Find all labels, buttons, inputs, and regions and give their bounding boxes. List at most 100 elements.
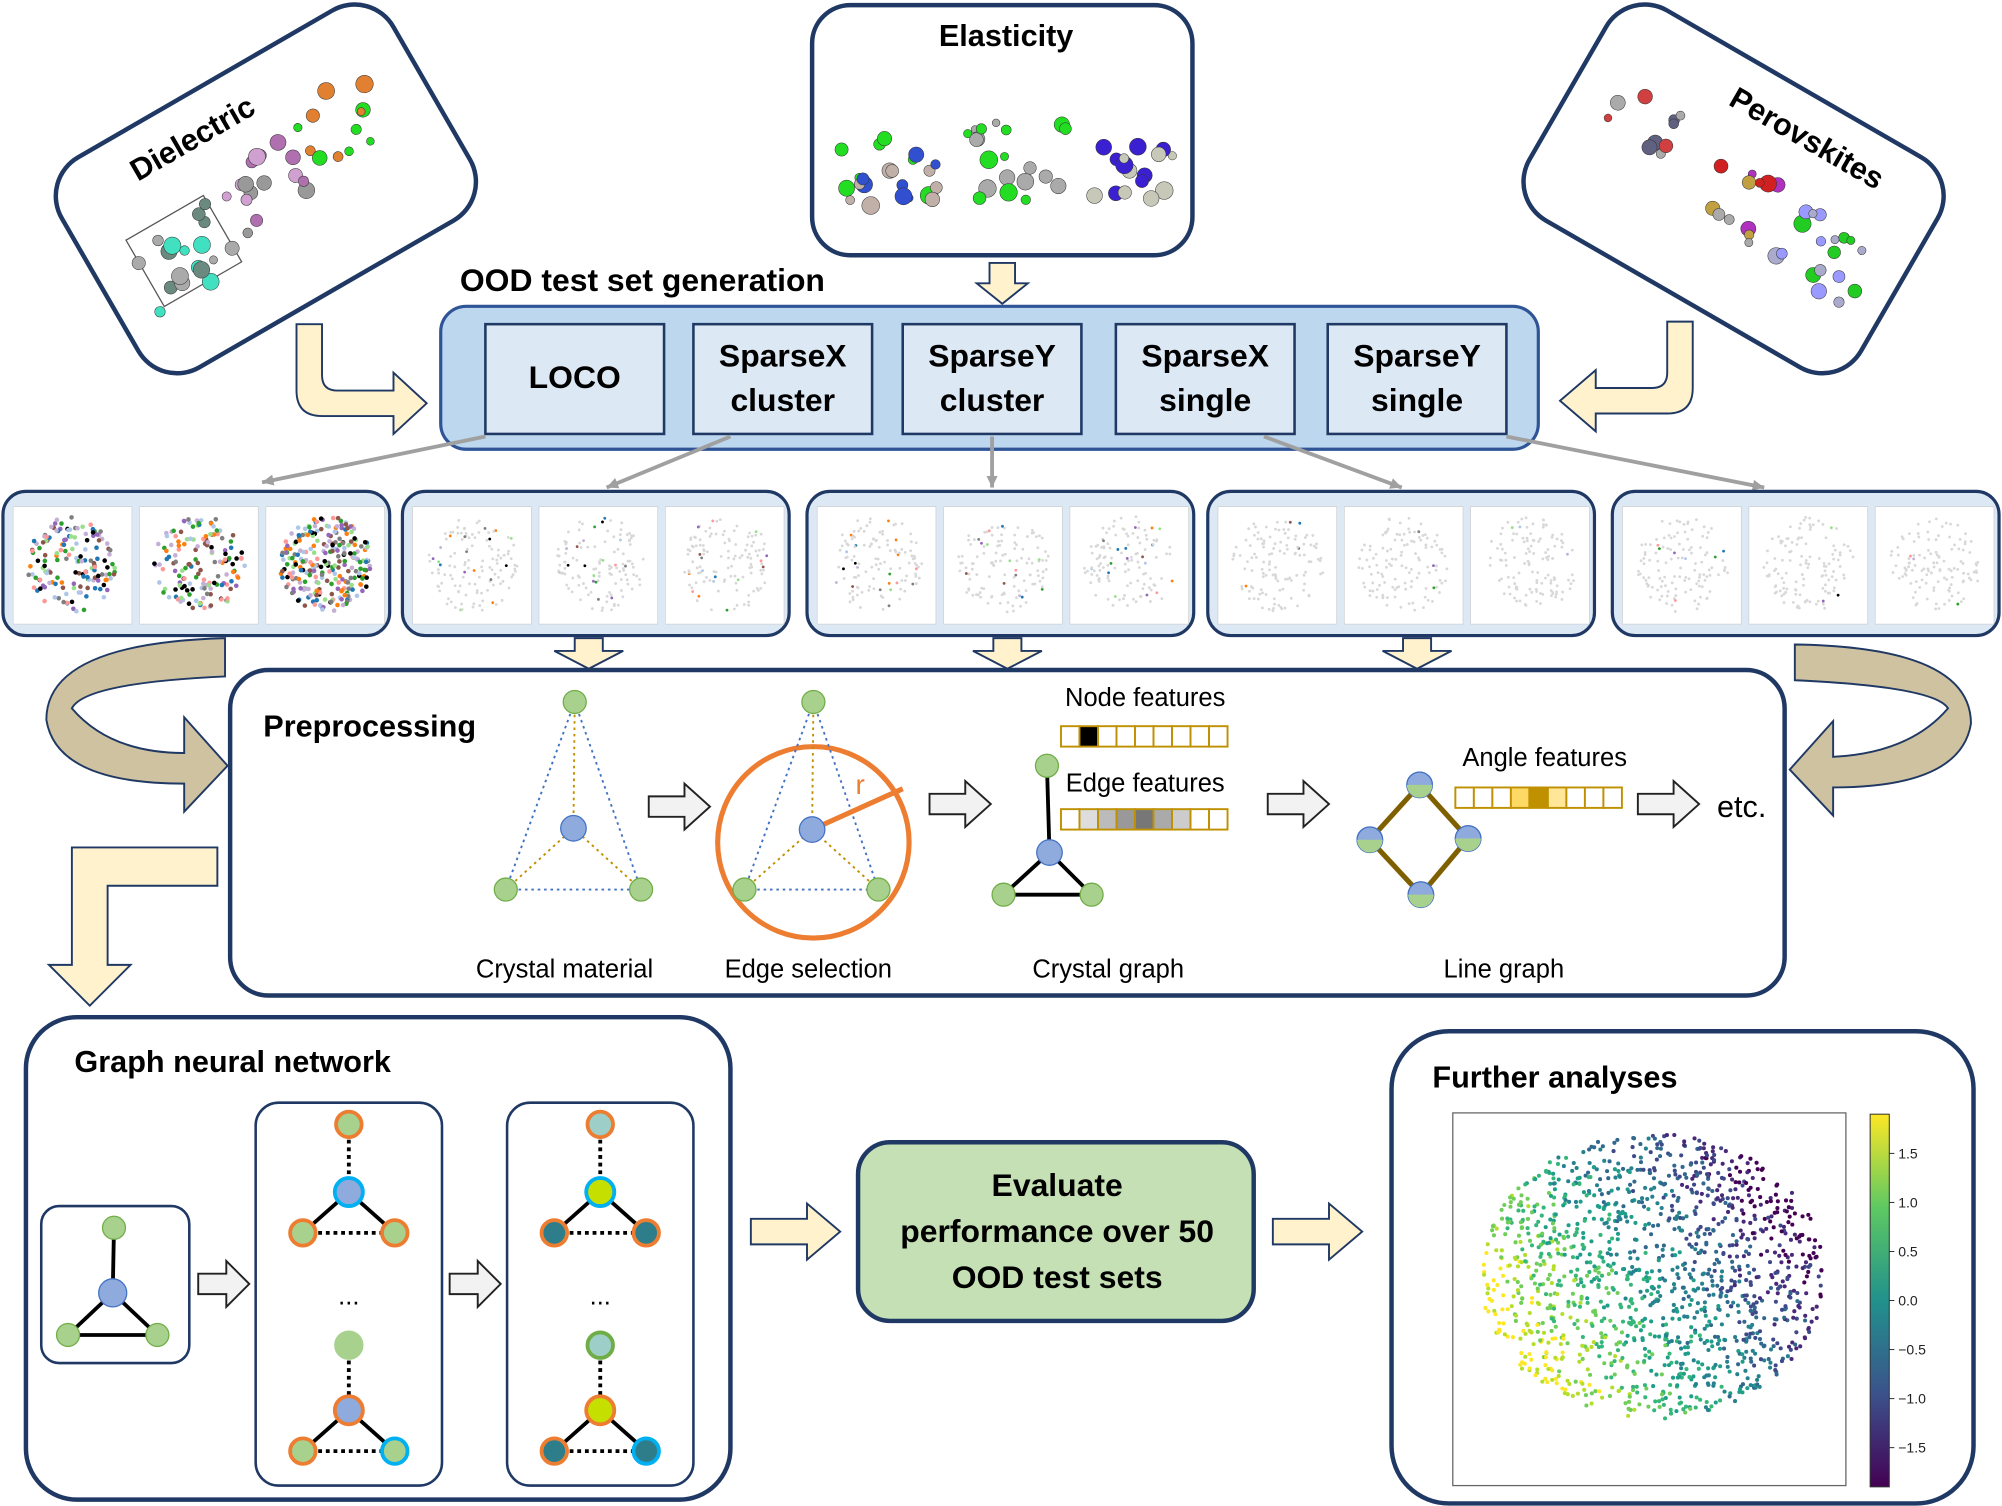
thumb-point xyxy=(1112,519,1116,523)
thumb-point xyxy=(1120,551,1123,555)
thumb-point xyxy=(697,594,701,598)
thumb-point xyxy=(848,592,852,595)
tsne-point xyxy=(1704,1153,1710,1158)
thumb-point xyxy=(1665,602,1668,605)
thumb-point xyxy=(734,543,738,546)
tsne-point xyxy=(1625,1273,1630,1278)
tsne-point xyxy=(1768,1360,1773,1365)
tsne-point xyxy=(1647,1355,1652,1360)
thumb-point xyxy=(876,557,880,561)
tsne-point xyxy=(1564,1155,1569,1160)
feature-cell xyxy=(1472,786,1494,809)
thumb-point xyxy=(1920,578,1924,582)
thumb-point xyxy=(842,567,845,571)
thumb-point xyxy=(335,586,341,592)
tsne-point xyxy=(1632,1154,1637,1159)
thumb-point xyxy=(293,539,299,545)
tsne-point xyxy=(1740,1390,1745,1395)
tsne-point xyxy=(1679,1153,1684,1158)
thumb-point xyxy=(1673,551,1676,555)
thumb-point xyxy=(295,598,301,603)
graph-node xyxy=(732,877,757,902)
tsne-point xyxy=(1531,1273,1536,1278)
tsne-point xyxy=(1657,1334,1662,1339)
tsne-point xyxy=(1519,1284,1524,1289)
tsne-point xyxy=(1536,1173,1541,1178)
tsne-point xyxy=(1682,1314,1687,1319)
tsne-point xyxy=(1553,1376,1558,1381)
thumb-point xyxy=(1945,578,1949,581)
tsne-point xyxy=(1656,1399,1662,1404)
feature-cell xyxy=(1208,725,1229,748)
thumb-point xyxy=(222,548,228,553)
atom xyxy=(1020,194,1031,205)
tsne-point xyxy=(1654,1157,1659,1162)
tsne-point xyxy=(1599,1192,1604,1197)
thumb-point xyxy=(164,548,169,554)
thumb-point xyxy=(845,550,849,554)
tsne-point xyxy=(1723,1338,1728,1343)
tsne-point xyxy=(1715,1335,1721,1340)
thumb-point xyxy=(1126,543,1130,547)
tsne-point xyxy=(1641,1167,1646,1172)
tsne-point xyxy=(1669,1289,1675,1294)
thumb-point xyxy=(1015,559,1019,563)
tsne-point xyxy=(1563,1387,1568,1392)
thumb-point xyxy=(1421,534,1425,537)
atom xyxy=(972,191,987,205)
tsne-plot-frame xyxy=(1452,1112,1847,1487)
thumb-point xyxy=(1155,591,1159,595)
thumb-point xyxy=(1150,526,1154,530)
thumb-point xyxy=(1926,530,1930,534)
atom xyxy=(930,181,943,194)
atom xyxy=(305,108,320,123)
thumb-point xyxy=(336,565,341,570)
tsne-point xyxy=(1502,1202,1507,1208)
tsne-point xyxy=(1807,1237,1812,1242)
tsne-point xyxy=(1675,1383,1680,1388)
thumb-point xyxy=(356,570,362,576)
thumb-point xyxy=(1674,587,1678,591)
atom xyxy=(999,183,1018,202)
thumb-point xyxy=(975,593,978,596)
thumb-point xyxy=(696,525,700,529)
thumb-point xyxy=(1838,553,1842,557)
thumb-point xyxy=(558,563,562,567)
ellipsis-1: ... xyxy=(338,1282,359,1310)
tsne-point xyxy=(1790,1222,1795,1227)
thumb-point xyxy=(1041,570,1045,574)
thumb-point xyxy=(345,580,351,585)
tsne-point xyxy=(1638,1160,1644,1165)
tsne-point xyxy=(1661,1195,1666,1200)
tsne-point xyxy=(1646,1136,1651,1141)
tsne-point xyxy=(1658,1212,1663,1217)
thumb-point xyxy=(1008,559,1012,563)
thumb-point xyxy=(480,591,483,595)
tsne-point xyxy=(1700,1362,1705,1367)
thumb-point xyxy=(1804,542,1808,546)
thumb-point xyxy=(857,562,861,566)
tsne-point xyxy=(1698,1397,1703,1402)
thumb-point xyxy=(1302,553,1306,557)
tsne-point xyxy=(1700,1155,1705,1160)
thumb-point xyxy=(1912,557,1916,561)
thumb-point xyxy=(1103,555,1107,559)
thumb-point xyxy=(490,547,494,551)
thumb-point xyxy=(1664,561,1668,565)
tsne-point xyxy=(1629,1297,1634,1302)
tsne-point xyxy=(1632,1179,1637,1184)
thumb-point xyxy=(1896,553,1900,557)
thumb-point xyxy=(324,543,329,549)
thumb-point xyxy=(35,558,41,564)
tsne-point xyxy=(1698,1170,1703,1175)
tsne-point xyxy=(1588,1175,1593,1180)
thumb-point xyxy=(1683,530,1687,534)
tsne-point xyxy=(1811,1250,1816,1256)
tsne-point xyxy=(1633,1307,1638,1312)
thumb-point xyxy=(1044,568,1048,571)
thumb-point xyxy=(1705,575,1709,579)
thumb-point xyxy=(1647,576,1651,580)
tsne-point xyxy=(1575,1326,1580,1331)
tsne-point xyxy=(1752,1204,1757,1209)
tsne-point xyxy=(1575,1221,1580,1227)
